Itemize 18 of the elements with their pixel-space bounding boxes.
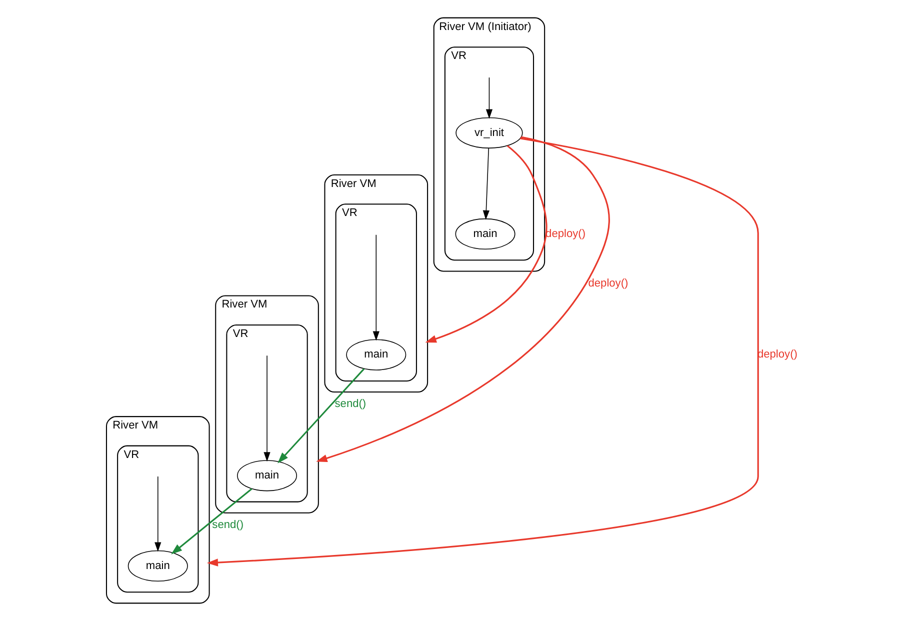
arrow xyxy=(206,138,759,566)
arrow xyxy=(425,145,548,343)
arrow xyxy=(278,368,365,464)
edge-label: send() xyxy=(334,398,366,410)
arrow xyxy=(482,148,490,220)
arrow xyxy=(154,476,162,552)
edge-label: deploy() xyxy=(546,228,586,240)
arrow xyxy=(264,355,270,462)
arrow xyxy=(316,136,610,462)
node-ellipse: vr_init xyxy=(456,117,523,148)
edge-label: send() xyxy=(212,519,244,532)
edge-label: deploy() xyxy=(588,277,628,290)
arrow xyxy=(372,234,380,341)
node-ellipse: main xyxy=(128,550,188,582)
arrow xyxy=(486,77,493,119)
node-ellipse: main xyxy=(346,339,406,370)
node-ellipse: main xyxy=(455,218,516,250)
node-ellipse: main xyxy=(237,460,298,492)
